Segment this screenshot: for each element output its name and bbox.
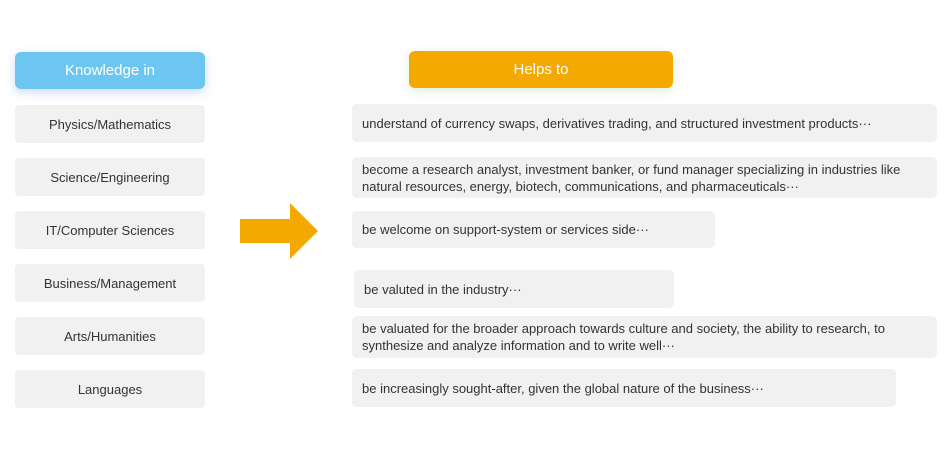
knowledge-item: Business/Management: [15, 264, 205, 302]
knowledge-item: Physics/Mathematics: [15, 105, 205, 143]
arrow-right-icon: [240, 203, 318, 259]
helps-item: be valuted in the industry···: [354, 270, 674, 308]
knowledge-item: Science/Engineering: [15, 158, 205, 196]
helps-item: be increasingly sought-after, given the …: [352, 369, 896, 407]
knowledge-item: Arts/Humanities: [15, 317, 205, 355]
helps-item: understand of currency swaps, derivative…: [352, 104, 937, 142]
knowledge-header: Knowledge in: [15, 52, 205, 89]
helps-item: be welcome on support-system or services…: [352, 211, 715, 248]
helps-item: be valuated for the broader approach tow…: [352, 316, 937, 358]
knowledge-item: Languages: [15, 370, 205, 408]
helps-item: become a research analyst, investment ba…: [352, 157, 937, 198]
helps-header: Helps to: [409, 51, 673, 88]
knowledge-item: IT/Computer Sciences: [15, 211, 205, 249]
